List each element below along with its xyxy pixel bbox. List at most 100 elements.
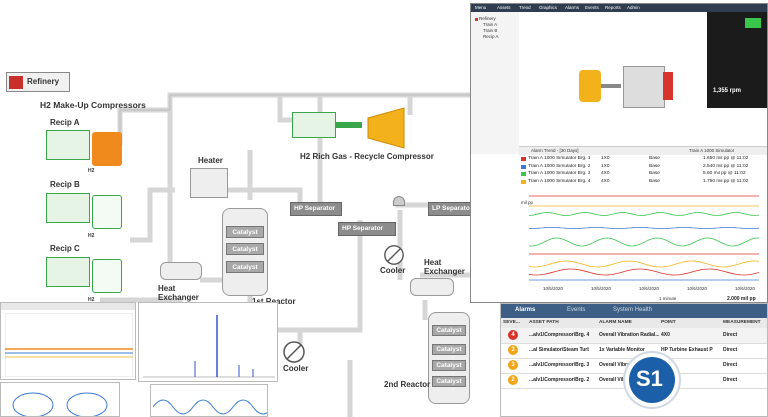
- row-status: Base: [649, 163, 660, 169]
- heater-label: Heater: [198, 156, 223, 165]
- monitor-tab-0[interactable]: Menu: [475, 5, 487, 10]
- alarm-measurement: Direct: [723, 377, 738, 383]
- machine-end-red: [663, 72, 673, 100]
- monitor-tab-2[interactable]: Trend: [519, 5, 531, 10]
- heat-exchanger-1[interactable]: [160, 262, 202, 280]
- sidebar-status-dot: [475, 18, 478, 21]
- cooler-2-fan-icon[interactable]: [383, 244, 405, 266]
- recycle-compressor[interactable]: [364, 106, 408, 150]
- table-header: Alarm Trend - [30 Days] Train A 1000 Sim…: [519, 147, 767, 155]
- alarms-tab[interactable]: Alarms: [515, 307, 536, 313]
- row-value: 4X0: [601, 178, 610, 184]
- monitor-table[interactable]: Alarm Trend - [30 Days] Train A 1000 Sim…: [519, 146, 767, 187]
- heater[interactable]: [190, 168, 228, 198]
- system-health-tab[interactable]: System Health: [613, 307, 653, 313]
- recip-b-h2-label: H2: [88, 233, 95, 239]
- monitor-window[interactable]: Menu Assets Trend Graphics Alarms Events…: [470, 3, 768, 303]
- s1-logo-text: S1: [636, 366, 663, 391]
- alarm-asset-path: ...alv1\Compressor\Brg. 2: [529, 377, 589, 383]
- monitor-tab-6[interactable]: Reports: [605, 5, 621, 10]
- recip-c-motor[interactable]: [46, 257, 90, 287]
- row-name: Train A 1000 Simulator Brg. 4: [528, 178, 591, 184]
- col-severity[interactable]: SEVE...: [503, 320, 520, 325]
- mini-spectrum-panel[interactable]: [138, 302, 278, 382]
- s1-logo: S1: [625, 353, 679, 407]
- status-bar-green: [745, 18, 761, 28]
- heat-exchanger-2[interactable]: [410, 278, 454, 296]
- sidebar-item-train-b[interactable]: Train B: [483, 28, 498, 33]
- recycle-compressor-label: H2 Rich Gas - Recycle Compressor: [300, 152, 434, 161]
- mini-wave-panel[interactable]: [150, 384, 268, 417]
- col-alarm-name[interactable]: ALARM NAME: [599, 320, 632, 325]
- recip-c-label: Recip C: [50, 244, 80, 253]
- mini-trend-chart: [5, 313, 133, 377]
- sidebar-item-train-a[interactable]: Train A: [483, 22, 498, 27]
- recip-b-motor[interactable]: [46, 193, 90, 223]
- trend-x-tick-label: 10/6/2020: [687, 286, 708, 291]
- row-name: Train A 1000 Simulator Brg. 3: [528, 171, 591, 176]
- row-value: 1X0: [601, 156, 610, 161]
- monitor-tab-4[interactable]: Alarms: [565, 5, 580, 10]
- heat-exchanger-1-label: Heat Exchanger: [158, 284, 199, 302]
- recip-a-compressor[interactable]: [92, 132, 122, 166]
- mini-trend-panel[interactable]: [0, 302, 136, 380]
- trend-series-line: [529, 227, 760, 229]
- refinery-logo[interactable]: Refinery: [6, 72, 70, 92]
- mini-orbit-panel[interactable]: [0, 382, 120, 417]
- trend-x-tick-label: 10/5/2020: [591, 286, 612, 291]
- monitor-tab-1[interactable]: Assets: [497, 5, 511, 10]
- cooler-1-label: Cooler: [283, 364, 309, 373]
- monitor-machine-view[interactable]: [519, 12, 707, 146]
- machine-shaft: [601, 84, 621, 88]
- reactor-1-catalyst-3: Catalyst: [226, 261, 264, 273]
- col-point[interactable]: POINT: [661, 320, 676, 325]
- alarm-name: Overall Vibration Radial...: [599, 332, 659, 338]
- trend-series-line: [528, 260, 760, 268]
- sidebar-item-refinery[interactable]: Refinery: [479, 16, 496, 21]
- row-color-swatch: [521, 179, 526, 184]
- events-tab[interactable]: Events: [567, 307, 586, 313]
- alarm-measurement: Direct: [723, 332, 738, 338]
- recycle-motor[interactable]: [292, 112, 336, 138]
- row-status: Base: [649, 156, 660, 161]
- trend-x-tick-label: 10/6/2020: [735, 286, 756, 291]
- valve-icon[interactable]: [393, 196, 405, 206]
- row-status: Base: [649, 171, 660, 176]
- trend-chart[interactable]: 10/5/2020 10/5/2020 10/6/2020 10/6/2020 10/6…: [519, 184, 768, 303]
- sidebar-item-recip-a[interactable]: Recip A: [483, 34, 499, 39]
- hp-separator-1[interactable]: HP Separator: [290, 202, 342, 216]
- col-measurement[interactable]: MEASUREMENT: [723, 320, 761, 325]
- monitor-tab-5[interactable]: Events: [585, 5, 599, 10]
- monitor-tab-3[interactable]: Graphics: [539, 5, 558, 10]
- row-name: Train A 1000 Simulator Brg. 2: [528, 163, 591, 169]
- alarm-measurement: Direct: [723, 362, 738, 368]
- row-color-swatch: [521, 164, 526, 169]
- severity-badge: 4: [508, 330, 518, 340]
- alarm-asset-path: ...al Simulator\Steam Turbine: [529, 347, 589, 353]
- monitor-status-panel: 1,355 rpm: [707, 12, 767, 108]
- cooler-1-fan-icon[interactable]: [282, 340, 306, 364]
- recip-b-compressor[interactable]: [92, 195, 122, 229]
- recip-c-compressor[interactable]: [92, 259, 122, 293]
- trend-x-tick-label: 10/6/2020: [639, 286, 660, 291]
- col-asset-path[interactable]: ASSET PATH: [529, 320, 559, 325]
- refinery-logo-label: Refinery: [27, 77, 60, 86]
- trend-series-line: [528, 237, 759, 247]
- reactor-2-catalyst-1: Catalyst: [432, 325, 466, 336]
- reactor-2-catalyst-2: Catalyst: [432, 344, 466, 355]
- alarms-tab-bar: Alarms Events System Health: [501, 304, 767, 318]
- recip-a-motor[interactable]: [46, 130, 90, 160]
- trend-x-tick-label: 10/5/2020: [543, 286, 564, 291]
- alarm-row[interactable]: 3...al Simulator\Steam Turbine1x Variabl…: [501, 343, 767, 359]
- reactor-1-catalyst-1: Catalyst: [226, 226, 264, 238]
- reactor-2-label: 2nd Reactor: [384, 380, 431, 389]
- mini-wave-chart: [153, 399, 267, 415]
- compressors-title: H2 Make-Up Compressors: [40, 100, 146, 110]
- monitor-tab-7[interactable]: Admin: [627, 5, 640, 10]
- hp-separator-2[interactable]: HP Separator: [338, 222, 396, 236]
